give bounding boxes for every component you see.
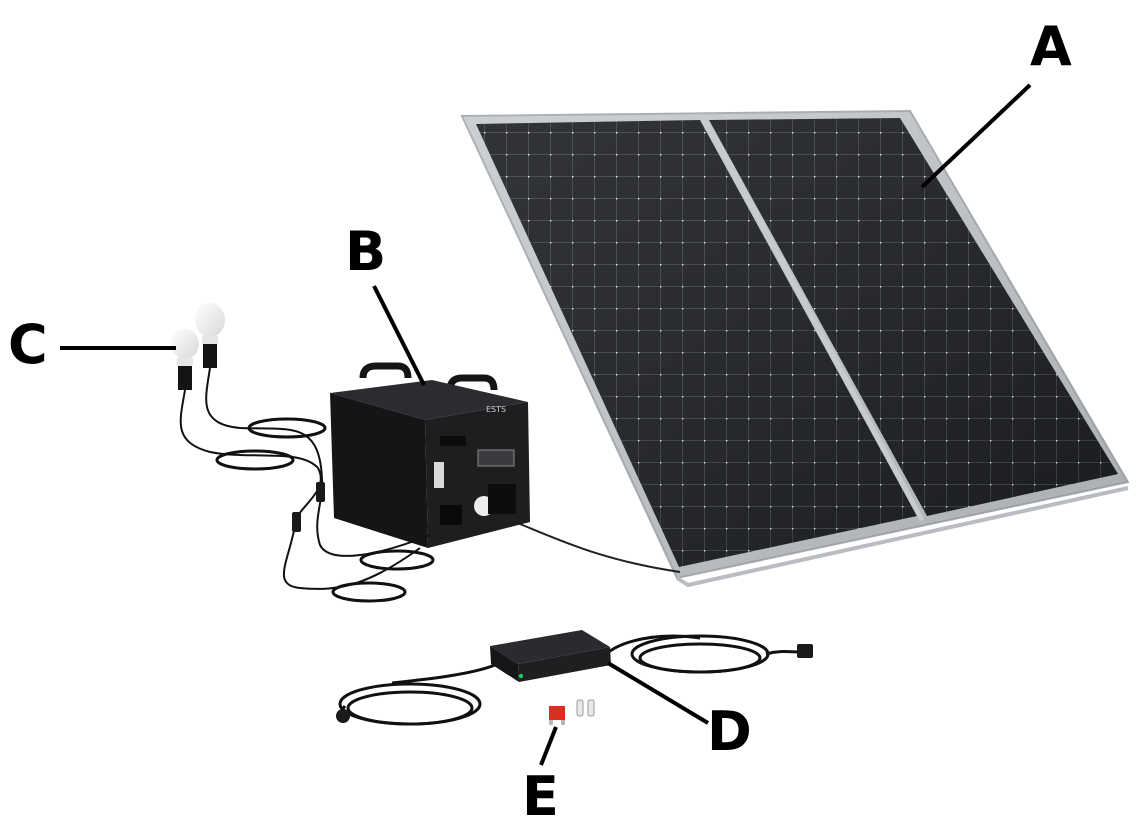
power-station-breaker [434, 462, 444, 488]
dc-connector [336, 709, 350, 723]
power-station: ESTS [330, 362, 530, 548]
power-adapter-front [490, 646, 519, 682]
svg-text:ESTS: ESTS [486, 405, 506, 414]
solar-panel [460, 109, 1130, 588]
cable-coil [346, 690, 474, 726]
fuse-icon [576, 699, 595, 717]
callout-c: C [8, 313, 48, 376]
power-station-side [330, 393, 428, 548]
solar-panel-stand [675, 486, 1129, 588]
light-bulbs [171, 303, 435, 603]
fuse-icon [549, 706, 565, 725]
power-station-display [477, 449, 515, 467]
cable-switch [316, 482, 325, 502]
power-adapter-side [518, 647, 611, 682]
power-adapter [336, 630, 813, 726]
light-bulb-icon [171, 329, 199, 390]
leader-line-d [606, 661, 710, 725]
cable-coil [247, 417, 327, 439]
callout-b: B [345, 220, 387, 283]
panel-cable [514, 521, 681, 573]
cable-coil [638, 642, 762, 674]
power-plug [797, 644, 813, 658]
callout-a: A [1030, 15, 1072, 78]
cable-coil [331, 581, 407, 603]
callout-d: D [707, 700, 752, 763]
power-adapter-top [490, 630, 610, 664]
power-station-socket-left [440, 505, 462, 525]
fuses [549, 699, 595, 725]
power-station-top [330, 380, 528, 420]
leader-line-e [539, 726, 558, 766]
power-station-usb-ports [440, 436, 466, 446]
power-adapter-led [518, 673, 524, 679]
solar-panel-seam [701, 116, 925, 522]
cable-coil [359, 549, 435, 571]
cable-switch [292, 512, 301, 532]
callout-e: E [522, 765, 559, 828]
leader-line-a [920, 83, 1032, 189]
cable-coil [215, 449, 295, 471]
leader-line-b [372, 285, 426, 386]
light-bulb-icon [195, 303, 225, 368]
